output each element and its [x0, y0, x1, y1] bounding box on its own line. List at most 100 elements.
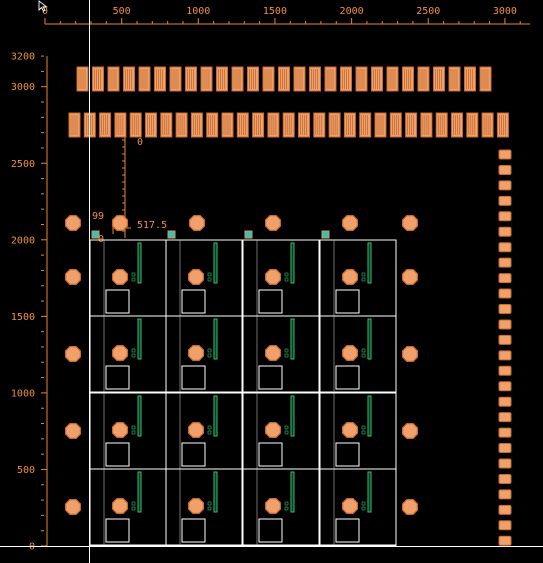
cell-green-bar	[213, 395, 218, 437]
pad-right-column	[498, 273, 512, 284]
cell-port-box	[258, 289, 283, 314]
cell-connector	[207, 425, 212, 430]
cell-green-bar	[137, 471, 142, 513]
cell-green-bar	[367, 395, 372, 437]
array-cell	[319, 468, 397, 546]
cell-port-box	[258, 518, 283, 543]
pad-right-column	[498, 381, 512, 392]
pad-body	[92, 66, 104, 92]
pad-second-row	[175, 112, 188, 138]
cell-connector	[131, 277, 136, 282]
cell-octagon-via	[188, 422, 204, 438]
pad-body	[402, 66, 414, 92]
pad-body	[278, 66, 290, 92]
right-octagon-via	[402, 269, 418, 285]
x-ruler-label: 500	[113, 6, 131, 17]
pad-body	[355, 66, 368, 92]
cell-port-box	[181, 442, 206, 467]
y-ruler-label: 3000	[11, 82, 35, 93]
cell-connector	[131, 272, 136, 277]
pad-top-row	[386, 66, 399, 92]
pad-right-column	[498, 427, 512, 438]
cell-port-box	[181, 289, 206, 314]
cell-border	[165, 315, 243, 393]
pad-second-row	[496, 112, 509, 138]
pad-top-row	[231, 66, 244, 92]
cell-octagon-via	[188, 269, 204, 285]
cell-border	[319, 468, 397, 546]
pad-body	[464, 66, 476, 92]
cell-border	[319, 315, 397, 393]
pad-right-column	[498, 489, 512, 500]
x-ruler-label: 2000	[340, 6, 364, 17]
pad-top-row	[107, 66, 120, 92]
pad-right-column	[498, 473, 512, 484]
pad-right-column	[498, 412, 512, 423]
pad-body	[435, 112, 448, 138]
cell-green-bar	[137, 242, 142, 284]
pad-top-row	[92, 66, 104, 92]
pad-second-row	[252, 112, 265, 138]
pad-right-column	[498, 365, 512, 376]
pad-right-column	[498, 242, 512, 253]
pad-right-column	[498, 443, 512, 454]
pad-second-row	[374, 112, 387, 138]
pad-body	[389, 112, 402, 138]
array-cell	[89, 468, 167, 546]
cell-border	[242, 315, 320, 393]
top-octagon-via	[111, 215, 129, 231]
cell-port-box	[335, 289, 360, 314]
pad-body	[328, 112, 341, 138]
cell-green-bar	[137, 395, 142, 437]
pad-second-row	[68, 112, 81, 138]
pad-body	[374, 112, 387, 138]
pad-second-row	[405, 112, 418, 138]
pad-top-row	[216, 66, 228, 92]
pad-body	[154, 66, 166, 92]
array-cell	[165, 392, 243, 470]
pad-second-row	[298, 112, 310, 138]
cell-connector	[207, 506, 212, 511]
right-pad-column	[498, 149, 512, 546]
pad-top-row	[464, 66, 476, 92]
array-cell	[242, 392, 320, 470]
top-octagon-via	[265, 215, 281, 231]
array-cell	[242, 468, 320, 546]
cell-connector	[207, 353, 212, 358]
array-cell	[89, 239, 167, 317]
cyan-marker	[167, 230, 176, 239]
pad-body	[206, 112, 219, 138]
pad-top-row	[169, 66, 182, 92]
pad-second-row	[420, 112, 433, 138]
measure-width-label: 517.5	[137, 220, 167, 231]
pad-top-row	[262, 66, 275, 92]
cell-connector	[361, 353, 366, 358]
pad-right-column	[498, 504, 512, 515]
pad-top-row	[200, 66, 213, 92]
pad-top-row	[340, 66, 352, 92]
cell-connector	[361, 277, 366, 282]
cell-border	[242, 468, 320, 546]
cell-connector	[361, 272, 366, 277]
cell-green-bar	[290, 318, 295, 360]
cell-connector	[207, 430, 212, 435]
cell-port-box	[105, 365, 130, 390]
cell-connector	[361, 348, 366, 353]
array-cell	[242, 239, 320, 317]
cell-connector	[207, 272, 212, 277]
cell-port-box	[181, 518, 206, 543]
pad-body	[405, 112, 418, 138]
pad-second-row	[451, 112, 463, 138]
measure-top-label: 0	[137, 137, 143, 148]
cell-port-box	[181, 365, 206, 390]
cyan-marker	[321, 230, 330, 239]
top-octagon-via	[64, 215, 82, 231]
pad-second-row	[328, 112, 341, 138]
y-ruler-label: 2000	[11, 235, 35, 246]
cell-port-box	[105, 518, 130, 543]
cell-border	[165, 468, 243, 546]
pad-right-column	[498, 396, 512, 407]
